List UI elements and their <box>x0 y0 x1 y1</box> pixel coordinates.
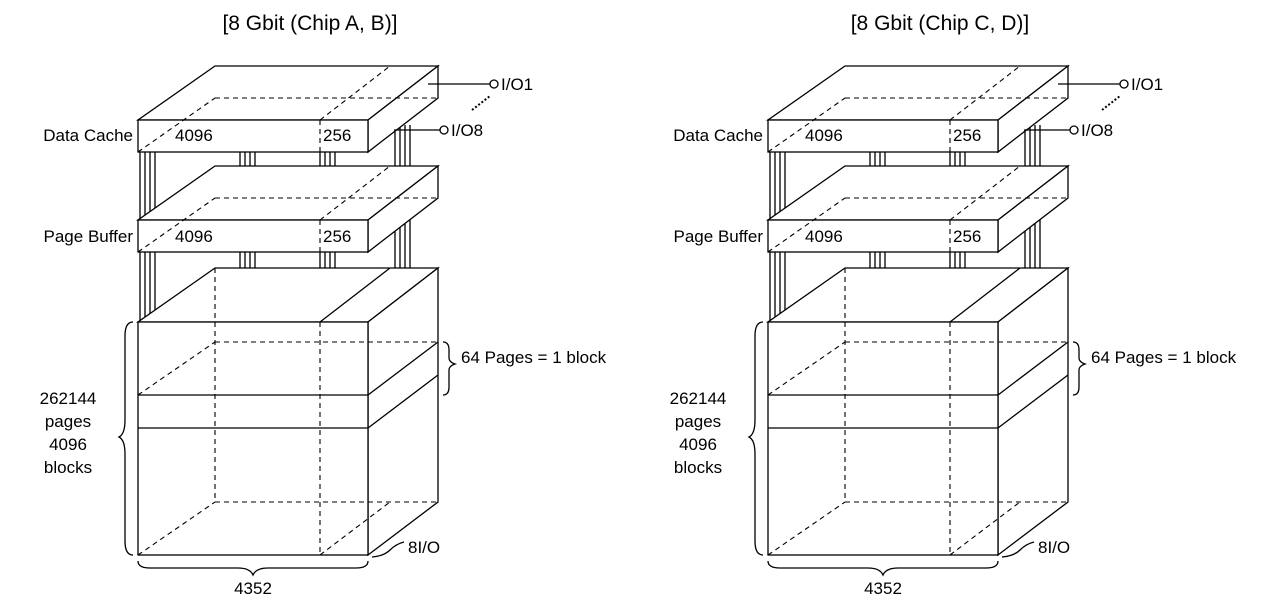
io-first-label: I/O1 <box>1131 75 1163 94</box>
depth-label: 8I/O <box>1038 538 1070 557</box>
data-cache-slab <box>765 64 1070 154</box>
page-buffer-main-columns: 4096 <box>805 227 843 246</box>
blocks-count: 4096 <box>679 435 717 454</box>
blocks-word: blocks <box>674 458 722 477</box>
io-last-label: I/O8 <box>1081 121 1113 140</box>
memory-array-block <box>135 266 440 557</box>
page-buffer-slab <box>135 164 440 254</box>
pages-brace-icon <box>747 321 764 556</box>
io-first-label: I/O1 <box>501 75 533 94</box>
pages-brace-icon <box>117 321 134 556</box>
page-buffer-label: Page Buffer <box>674 227 764 246</box>
io-ellipsis-icon <box>471 95 491 111</box>
depth-label: 8I/O <box>408 538 440 557</box>
io1-pin-icon <box>1119 79 1129 89</box>
data-cache-label: Data Cache <box>43 126 133 145</box>
io-ellipsis-icon <box>1101 95 1121 111</box>
block-brace-icon <box>1072 341 1088 396</box>
io8-pin-icon <box>1069 125 1079 135</box>
block-note: 64 Pages = 1 block <box>461 348 607 367</box>
blocks-count: 4096 <box>49 435 87 454</box>
pages-count: 262144 <box>40 389 97 408</box>
diagram-chip-c-d: [8 Gbit (Chip C, D)] <box>670 12 1237 598</box>
diagram-title: [8 Gbit (Chip C, D)] <box>851 12 1030 35</box>
diagram-title: [8 Gbit (Chip A, B)] <box>222 12 397 35</box>
block-note: 64 Pages = 1 block <box>1091 348 1237 367</box>
blocks-word: blocks <box>44 458 92 477</box>
pages-word: pages <box>45 412 91 431</box>
io-pins <box>1024 79 1129 135</box>
width-label: 4352 <box>864 579 902 598</box>
page-buffer-spare-columns: 256 <box>323 227 351 246</box>
page-buffer-slab <box>765 164 1070 254</box>
data-cache-spare-columns: 256 <box>953 126 981 145</box>
data-cache-main-columns: 4096 <box>175 126 213 145</box>
block-brace-icon <box>442 341 458 396</box>
pages-count: 262144 <box>670 389 727 408</box>
io1-pin-icon <box>489 79 499 89</box>
memory-array-block <box>765 266 1070 557</box>
data-cache-label: Data Cache <box>673 126 763 145</box>
depth-brace-icon <box>1001 541 1035 558</box>
data-cache-slab <box>135 64 440 154</box>
page-buffer-main-columns: 4096 <box>175 227 213 246</box>
width-brace-icon <box>137 560 369 577</box>
depth-brace-icon <box>371 541 405 558</box>
io-last-label: I/O8 <box>451 121 483 140</box>
page-buffer-label: Page Buffer <box>44 227 134 246</box>
width-brace-icon <box>767 560 999 577</box>
data-cache-spare-columns: 256 <box>323 126 351 145</box>
pages-word: pages <box>675 412 721 431</box>
data-cache-main-columns: 4096 <box>805 126 843 145</box>
io8-pin-icon <box>439 125 449 135</box>
diagram-chip-a-b: [8 Gbit (Chip A, B)] <box>40 12 607 598</box>
width-label: 4352 <box>234 579 272 598</box>
io-pins <box>394 79 499 135</box>
page-buffer-spare-columns: 256 <box>953 227 981 246</box>
